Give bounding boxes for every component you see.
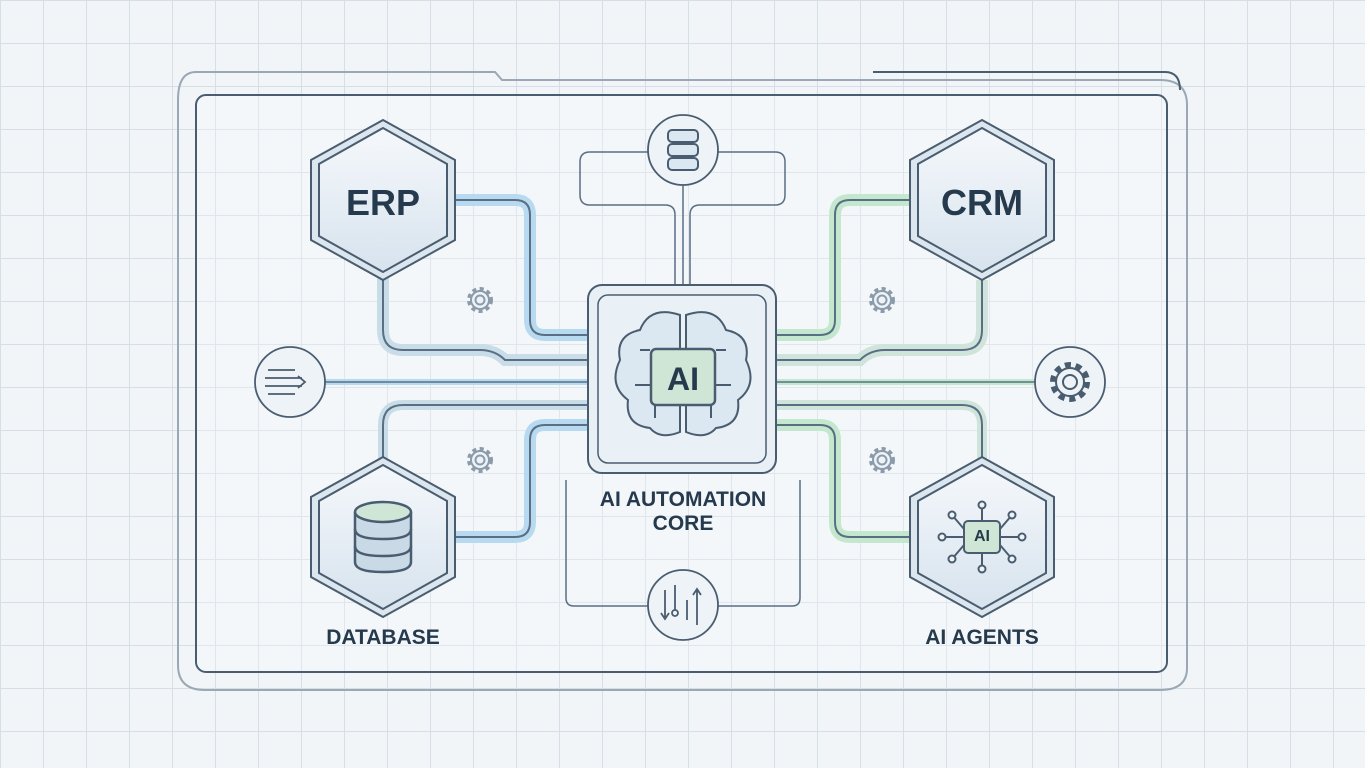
ai-agents-network-icon <box>937 500 1027 574</box>
right-connectors <box>773 194 1035 543</box>
core-ai-badge: AI <box>667 361 699 397</box>
database-label: DATABASE <box>326 626 440 649</box>
core-ai-chip <box>649 347 717 407</box>
vertical-connectors <box>565 151 801 607</box>
core-box <box>587 284 777 474</box>
database-icon <box>353 500 413 574</box>
data-flow-icon <box>265 369 307 395</box>
core-title-line1: AI AUTOMATION <box>599 488 767 511</box>
storage-icon <box>667 129 699 171</box>
sync-arrows-icon <box>660 585 702 625</box>
ai-agents-label: AI AGENTS <box>925 626 1039 649</box>
erp-label: ERP <box>345 182 421 223</box>
left-connectors <box>322 194 598 543</box>
ai-agents-badge: AI <box>974 528 990 545</box>
crm-label: CRM <box>941 182 1023 223</box>
settings-gear-icon <box>1050 362 1090 402</box>
core-title-line2: CORE <box>652 512 714 535</box>
icon-circles <box>254 114 1106 641</box>
